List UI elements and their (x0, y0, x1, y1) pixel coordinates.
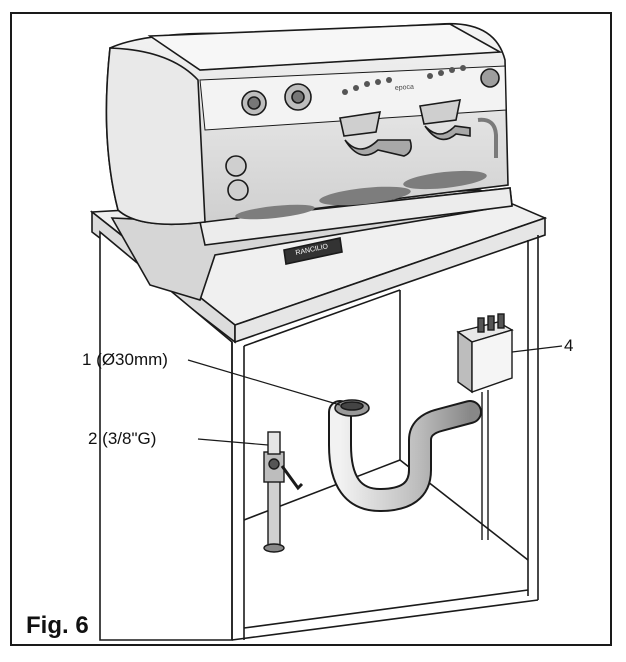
machine-side-panel (105, 47, 206, 226)
steam-knob (480, 68, 500, 88)
electrical-switch (456, 313, 514, 540)
pressure-gauge-bottom (227, 179, 249, 201)
machine-badge: epoca (395, 84, 415, 92)
keypad-right (427, 65, 466, 79)
leader-4 (511, 345, 563, 353)
callout-water-inlet: 2 (3/8"G) (88, 429, 157, 448)
portafilter-right (424, 125, 471, 141)
espresso-machine (105, 22, 513, 301)
group-head-left (339, 111, 382, 137)
steam-wand (477, 117, 498, 158)
leader-lines (187, 345, 563, 446)
portafilter-left (344, 139, 412, 157)
keypad-left (342, 77, 392, 95)
callout-drain: 1 (Ø30mm) (82, 350, 168, 369)
cabinet-top-side-edge (234, 216, 546, 344)
valve-handle (280, 465, 304, 491)
leader-2 (197, 438, 269, 446)
callout-electrical: 4 (564, 336, 574, 355)
leader-1 (187, 359, 341, 406)
figure-label: Fig. 6 (26, 612, 89, 639)
brand-plate (283, 237, 343, 265)
drip-tray-grille (235, 170, 487, 220)
pressure-gauge-top (225, 155, 247, 177)
group-head-right (419, 99, 462, 125)
drain-trap (328, 399, 482, 513)
water-inlet-valve (263, 431, 304, 553)
